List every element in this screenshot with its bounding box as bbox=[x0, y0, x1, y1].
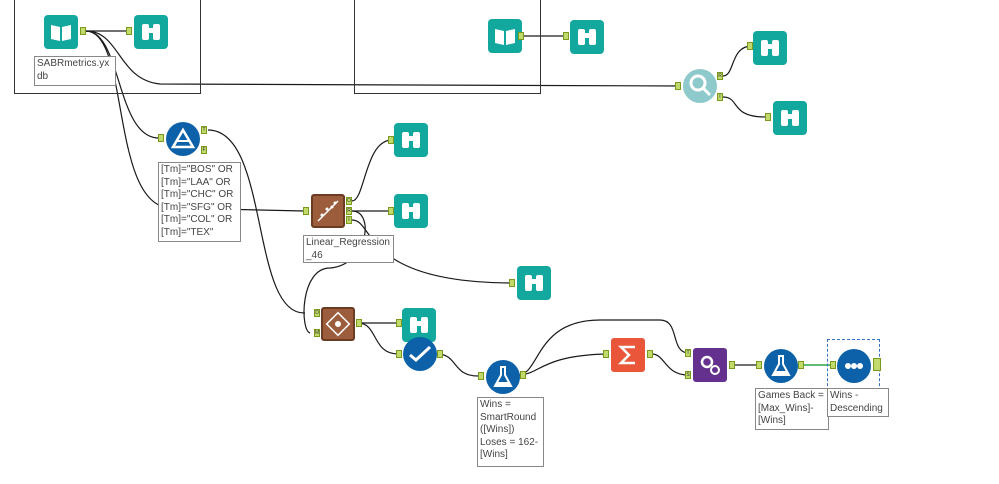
input-data-tool[interactable] bbox=[44, 15, 78, 49]
filter-true-anchor[interactable]: T bbox=[201, 126, 207, 134]
conn-select-formula bbox=[436, 353, 479, 377]
gears-icon bbox=[700, 355, 720, 375]
summarize-input-anchor[interactable] bbox=[603, 350, 609, 358]
formula1-output-anchor[interactable] bbox=[520, 371, 526, 379]
flask-icon bbox=[493, 366, 513, 387]
browse-input-anchor-8[interactable] bbox=[396, 319, 402, 327]
append-fields-tool[interactable] bbox=[693, 348, 727, 382]
conn-reg-score bbox=[303, 210, 366, 334]
select-input-anchor[interactable] bbox=[396, 350, 402, 358]
magnifier-icon bbox=[689, 74, 712, 97]
input-output-anchor[interactable] bbox=[80, 27, 86, 35]
browse-tool-2[interactable] bbox=[570, 20, 604, 54]
conn-formula-join bbox=[517, 319, 689, 376]
book-icon bbox=[51, 25, 71, 41]
formula2-output-anchor[interactable] bbox=[798, 361, 804, 369]
sort-annotation: Wins - Descending bbox=[827, 388, 889, 417]
browse-input-anchor-6[interactable] bbox=[388, 207, 394, 215]
conn-summ-join bbox=[651, 353, 689, 376]
binoculars-icon bbox=[761, 40, 779, 56]
formula-tool-2[interactable] bbox=[764, 349, 798, 383]
formula2-input-anchor[interactable] bbox=[756, 361, 762, 369]
binoculars-icon bbox=[781, 110, 799, 126]
regression-o-anchor[interactable]: O bbox=[346, 197, 352, 205]
conn-find-browse-i bbox=[722, 96, 766, 118]
browse-input-anchor-2[interactable] bbox=[563, 32, 569, 40]
browse-tool-7[interactable] bbox=[517, 266, 551, 300]
regression-annotation: Linear_Regression_46 bbox=[303, 235, 394, 263]
container-left[interactable] bbox=[14, 0, 201, 94]
conn-reg-browse-o bbox=[351, 139, 393, 202]
filter-false-anchor[interactable]: F bbox=[201, 146, 207, 154]
regression-r-anchor[interactable]: R bbox=[346, 207, 352, 215]
browse-input-anchor-3[interactable] bbox=[747, 42, 753, 50]
linear-regression-tool[interactable] bbox=[311, 194, 345, 228]
binoculars-icon bbox=[410, 317, 428, 333]
filter-input-anchor[interactable] bbox=[158, 134, 164, 142]
select-output-anchor[interactable] bbox=[437, 350, 443, 358]
append-output-anchor[interactable] bbox=[729, 361, 735, 369]
summarize-tool[interactable] bbox=[611, 338, 645, 372]
binoculars-icon bbox=[525, 275, 543, 291]
input-file-annotation: SABRmetrics.yxdb bbox=[34, 56, 116, 86]
conn-input-find bbox=[85, 30, 681, 87]
flask-icon bbox=[771, 355, 791, 376]
browse1-input-anchor[interactable] bbox=[126, 27, 132, 35]
browse-tool-6[interactable] bbox=[394, 194, 428, 228]
binoculars-icon bbox=[142, 24, 160, 40]
book-icon bbox=[495, 29, 515, 45]
browse-tool-3[interactable] bbox=[753, 31, 787, 65]
binoculars-icon bbox=[578, 29, 596, 45]
conn-formula-summ bbox=[517, 353, 606, 376]
conn-input-regression bbox=[85, 30, 305, 212]
scatter-plot-icon bbox=[317, 200, 339, 222]
regression-i-anchor[interactable]: I bbox=[346, 216, 352, 224]
append-s-anchor[interactable]: S bbox=[685, 371, 691, 379]
formula1-input-anchor[interactable] bbox=[478, 372, 484, 380]
score-d-anchor[interactable]: D bbox=[314, 309, 320, 317]
summarize-output-anchor[interactable] bbox=[647, 350, 653, 358]
find-r-anchor[interactable]: R bbox=[717, 72, 723, 80]
find-replace-tool[interactable] bbox=[683, 69, 717, 103]
browse-input-anchor-5[interactable] bbox=[388, 136, 394, 144]
formula2-annotation: Games Back = [Max_Wins]- [Wins] bbox=[755, 388, 829, 430]
dots-sort-icon bbox=[845, 363, 863, 369]
binoculars-icon bbox=[402, 132, 420, 148]
browse-tool-8[interactable] bbox=[402, 308, 436, 342]
formula1-annotation: Wins = SmartRound ([Wins]) Loses = 162- … bbox=[477, 397, 544, 467]
sort-tool[interactable] bbox=[837, 349, 871, 383]
score-icon bbox=[325, 311, 351, 337]
sort-output-anchor[interactable] bbox=[873, 358, 881, 371]
regression-input-anchor[interactable] bbox=[303, 207, 309, 215]
find-i-anchor[interactable]: I bbox=[717, 93, 723, 101]
conn-filter-score bbox=[207, 129, 306, 314]
filter-tool[interactable] bbox=[166, 122, 200, 156]
browse-input-anchor-4[interactable] bbox=[765, 113, 771, 121]
triangle-filter-icon bbox=[170, 127, 196, 149]
container-middle[interactable] bbox=[354, 0, 541, 94]
browse-tool-1[interactable] bbox=[134, 15, 168, 49]
sigma-icon bbox=[617, 345, 635, 365]
append-t-anchor[interactable]: T bbox=[685, 349, 691, 357]
input2-output-anchor[interactable] bbox=[518, 32, 524, 40]
conn-score-select bbox=[357, 322, 399, 355]
score-output-anchor[interactable] bbox=[356, 319, 362, 327]
checkmark-wave-icon bbox=[409, 345, 432, 362]
browse-input-anchor-7[interactable] bbox=[509, 279, 515, 287]
select-tool[interactable] bbox=[403, 337, 437, 371]
score-m-anchor[interactable]: M bbox=[314, 329, 320, 337]
find-input-anchor[interactable] bbox=[675, 82, 681, 90]
score-tool[interactable] bbox=[321, 307, 355, 341]
formula-tool-1[interactable] bbox=[486, 360, 520, 394]
browse-tool-4[interactable] bbox=[773, 101, 807, 135]
filter-expression-annotation: [Tm]="BOS" OR [Tm]="LAA" OR [Tm]="CHC" O… bbox=[158, 162, 241, 242]
conn-find-browse-r bbox=[722, 45, 753, 77]
input-data-tool-2[interactable] bbox=[488, 19, 522, 53]
binoculars-icon bbox=[402, 203, 420, 219]
sort-input-anchor[interactable] bbox=[830, 361, 836, 369]
browse-tool-5[interactable] bbox=[394, 123, 428, 157]
